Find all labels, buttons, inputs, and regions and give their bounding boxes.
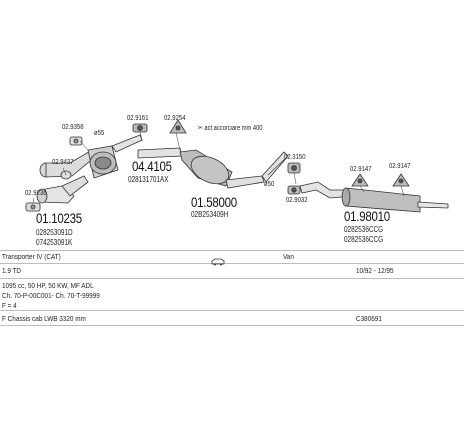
clamp-icon	[69, 136, 83, 146]
catalogue-number: C380691	[356, 314, 382, 323]
part-number-label: 02.3150	[284, 154, 306, 161]
part-number-label: 02.9437	[52, 159, 74, 166]
vehicle-model: Transporter IV (CAT)	[2, 252, 61, 261]
divider	[0, 310, 464, 311]
center-silencer-code: 01.58000	[191, 194, 237, 210]
part-number-label: 02.9147	[389, 163, 411, 170]
front-pipe-drawing	[36, 134, 143, 204]
cut-note: ✂ act accorciare mm 400	[198, 125, 263, 132]
divider	[0, 325, 464, 326]
part-number-label: 02.9032	[286, 197, 308, 204]
rear-silencer-oem-1: 0282536CCG	[344, 225, 384, 234]
rear-silencer-code: 01.98010	[344, 208, 390, 224]
engine: 1.9 TD	[2, 266, 22, 275]
front-pipe-oem-1: 028253091D	[36, 228, 73, 237]
part-number-label: 02.9358	[62, 124, 84, 131]
middle-silencer-oem: 028131701AX	[128, 175, 169, 184]
mount-icon	[287, 185, 301, 195]
rear-silencer-drawing	[299, 181, 449, 213]
mount-icon	[287, 162, 301, 174]
center-silencer-oem: 02B253409H	[191, 210, 229, 219]
rear-silencer-oem-2: 0282536CCG	[344, 235, 384, 244]
vehicle-icon	[211, 253, 225, 266]
leader-lines	[32, 131, 405, 204]
part-number-label: 02.9236	[25, 190, 47, 197]
mount-icon	[169, 119, 187, 134]
mount-icon	[132, 123, 148, 133]
diameter-label: ø50	[264, 181, 275, 188]
extra-note: F = 4	[2, 301, 17, 310]
chassis-range: Ch. 70-P-00C001- Ch. 70-T-99999	[2, 291, 100, 300]
body-type: F Chassis cab LWB 3320 mm	[2, 314, 86, 323]
body-label: Van	[283, 252, 294, 261]
middle-silencer-code: 04.4105	[132, 158, 172, 174]
engine-spec: 1095 cc, 50 HP, 50 KW, MF ADL	[2, 281, 94, 290]
part-number-label: 02.9147	[350, 166, 372, 173]
part-number-label: 02.9254	[164, 115, 186, 122]
part-number-label: 02.9161	[127, 115, 149, 122]
front-pipe-code: 01.10235	[36, 210, 82, 226]
divider	[0, 278, 464, 279]
diameter-label: ø55	[94, 130, 105, 137]
divider	[0, 250, 464, 251]
front-pipe-oem-2: 074253091K	[36, 238, 73, 247]
years: 10/92 - 12/95	[356, 266, 394, 275]
divider	[0, 263, 464, 264]
